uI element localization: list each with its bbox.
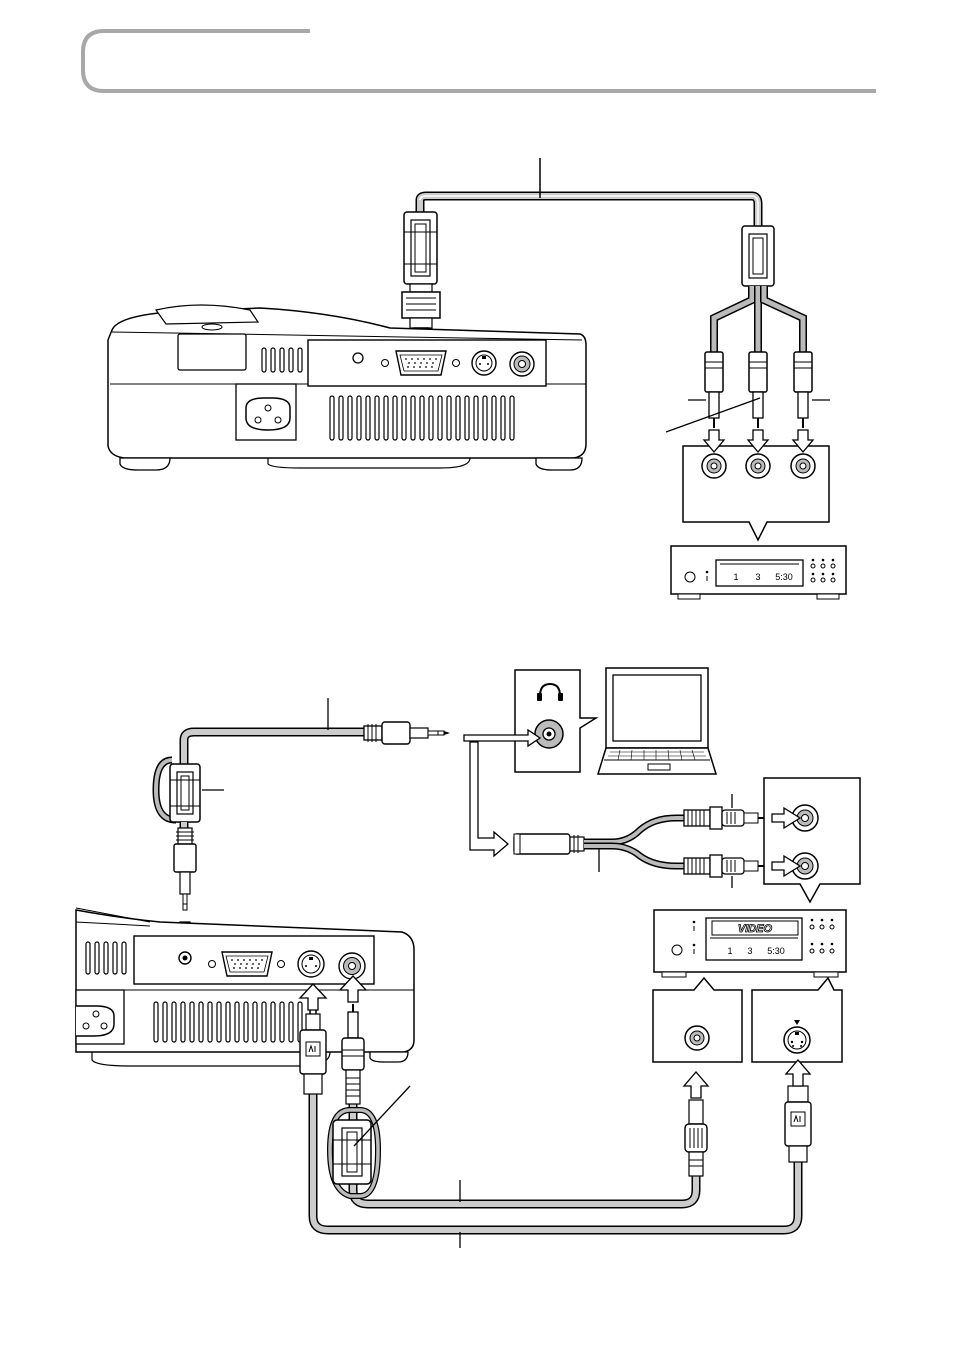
vcr-video-badge: VIDEO	[738, 923, 773, 935]
vcr-audio-jack-callout	[764, 778, 860, 902]
vcr-deck: VIDEO 1 3 5:30	[654, 910, 846, 977]
rca-plug-left	[688, 352, 723, 428]
video-input-port	[510, 352, 534, 376]
video-ferrite-leader	[354, 1086, 410, 1146]
vcr-video-out-callout	[653, 978, 742, 1062]
top-diagram: 1 3 5:30	[108, 158, 846, 599]
component-jack-y	[702, 454, 726, 478]
s-video-input-port-bottom	[298, 951, 324, 977]
dvd-player: 1 3 5:30	[671, 546, 846, 599]
component-jack-cr	[791, 454, 815, 478]
video-plug-vcr	[685, 1100, 707, 1176]
s-video-plug-vcr	[785, 1086, 811, 1162]
component-jack-cb	[746, 454, 770, 478]
headphone-jack-callout	[515, 670, 596, 772]
s-video-input-port	[472, 351, 496, 375]
projector-top	[108, 305, 586, 470]
audio-input-jack	[353, 353, 363, 363]
video-ferrite-core	[330, 1086, 410, 1196]
ac-inlet	[246, 398, 290, 430]
vcr-power-icon	[672, 945, 682, 955]
dvd-display-digit: 1	[733, 572, 738, 582]
rca-ferrite-core	[714, 226, 803, 352]
audio-mini-plug-laptop	[364, 722, 450, 744]
dvd-jack-callout	[683, 430, 829, 540]
dvd-display-digit: 5:30	[775, 572, 793, 582]
ac-inlet-bottom	[76, 1006, 114, 1036]
rca-audio-plug-upper	[684, 794, 770, 829]
laptop-computer	[598, 668, 716, 774]
audio-mini-plug-projector	[174, 828, 196, 938]
video-input-port-bottom	[339, 953, 365, 979]
rca-plug-right	[794, 352, 830, 428]
power-button-icon	[685, 572, 695, 582]
audio-ferrite-core	[156, 760, 224, 938]
vga-ferrite-core	[404, 212, 437, 284]
vcr-display-digit: 1	[727, 946, 732, 956]
audio-cable	[184, 698, 540, 780]
vcr-s-video-out-callout	[752, 978, 842, 1062]
dvd-display-digit: 3	[755, 572, 760, 582]
vcr-display-digit: 3	[747, 946, 752, 956]
component-cable	[420, 158, 758, 228]
bottom-diagram: VIDEO 1 3 5:30	[76, 668, 860, 1248]
rca-audio-plug-lower	[684, 855, 770, 888]
vcr-display-digit: 5:30	[767, 946, 785, 956]
